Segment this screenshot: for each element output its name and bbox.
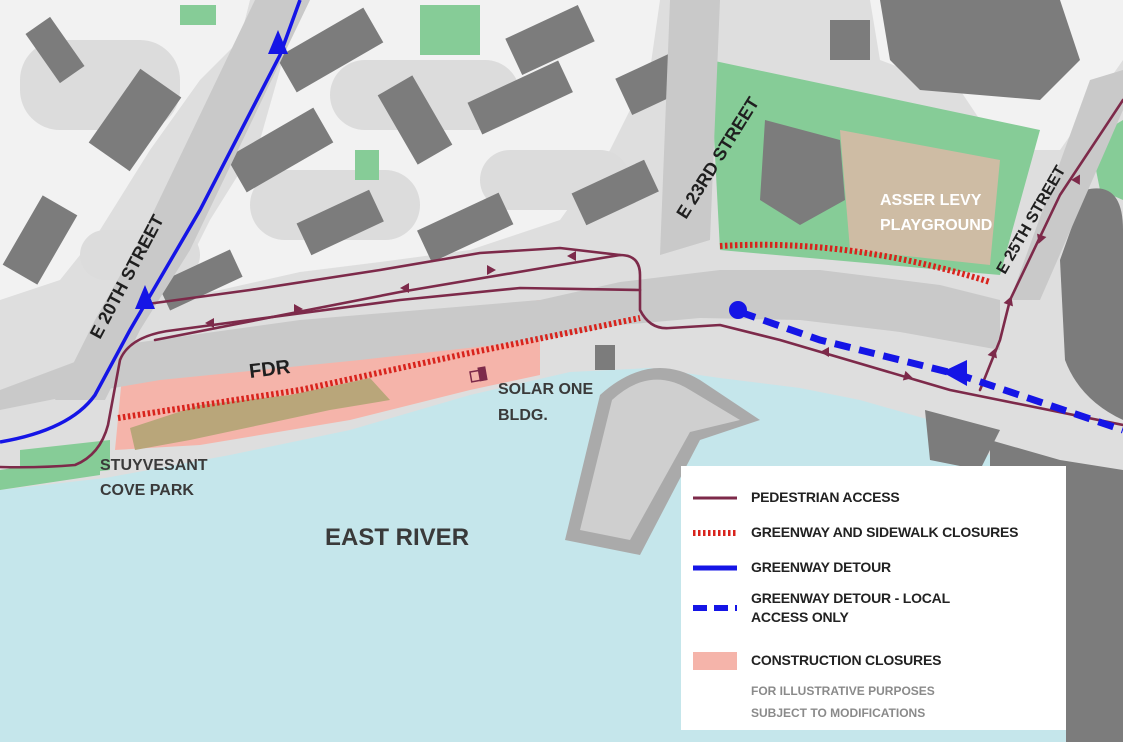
greenway-closures bbox=[117, 241, 991, 421]
detour-arrows bbox=[135, 30, 288, 309]
legend-item-construction: CONSTRUCTION CLOSURES bbox=[693, 643, 1054, 678]
asser-levy-label-2: PLAYGROUND bbox=[880, 217, 992, 234]
legend-item-closures: GREENWAY AND SIDEWALK CLOSURES bbox=[693, 515, 1054, 550]
map-legend: PEDESTRIAN ACCESS GREENWAY AND SIDEWALK … bbox=[681, 466, 1066, 730]
pink-rect-icon bbox=[693, 651, 737, 670]
solar-one-sign-icon bbox=[469, 366, 488, 383]
greenway-detour-route bbox=[0, 0, 302, 444]
stuyvesant-park-strip bbox=[130, 378, 390, 450]
fdr-label: FDR bbox=[248, 356, 292, 383]
legend-label: GREENWAY DETOUR bbox=[751, 559, 891, 575]
asser-levy-label-1: ASSER LEVY bbox=[880, 192, 982, 209]
solar-one-label-1: SOLAR ONE bbox=[498, 381, 593, 398]
legend-label: GREENWAY AND SIDEWALK CLOSURES bbox=[751, 524, 1019, 540]
pedestrian-arrows bbox=[205, 174, 1080, 381]
legend-note-line-1: FOR ILLUSTRATIVE PURPOSES bbox=[751, 684, 935, 698]
dotted-red-line-icon bbox=[693, 529, 737, 537]
solid-maroon-line-icon bbox=[693, 495, 737, 501]
detour-local-arrow bbox=[942, 360, 967, 386]
legend-label-line-1: GREENWAY DETOUR - LOCAL bbox=[751, 590, 950, 606]
greenway-detour-local-route bbox=[738, 308, 1123, 434]
detour-start-dot bbox=[729, 301, 747, 319]
e23-street-road bbox=[660, 0, 720, 255]
legend-label: CONSTRUCTION CLOSURES bbox=[751, 652, 942, 668]
legend-label: PEDESTRIAN ACCESS bbox=[751, 489, 900, 505]
legend-item-pedestrian: PEDESTRIAN ACCESS bbox=[693, 480, 1054, 515]
legend-note-line-2: SUBJECT TO MODIFICATIONS bbox=[751, 706, 926, 720]
pier-top bbox=[580, 379, 740, 540]
solid-blue-line-icon bbox=[693, 564, 737, 572]
stuyvesant-label-2: COVE PARK bbox=[100, 482, 194, 499]
dashed-blue-line-icon bbox=[693, 603, 737, 613]
legend-item-detour-local: GREENWAY DETOUR - LOCAL ACCESS ONLY bbox=[693, 585, 1054, 643]
east-river-label: EAST RIVER bbox=[325, 524, 469, 551]
e20-street-road bbox=[55, 0, 310, 400]
legend-item-detour: GREENWAY DETOUR bbox=[693, 550, 1054, 585]
legend-label-line-2: ACCESS ONLY bbox=[751, 609, 849, 625]
fdr-highway bbox=[0, 270, 1000, 410]
stuyvesant-label-1: STUYVESANT bbox=[100, 457, 208, 474]
solar-one-label-2: BLDG. bbox=[498, 407, 548, 424]
